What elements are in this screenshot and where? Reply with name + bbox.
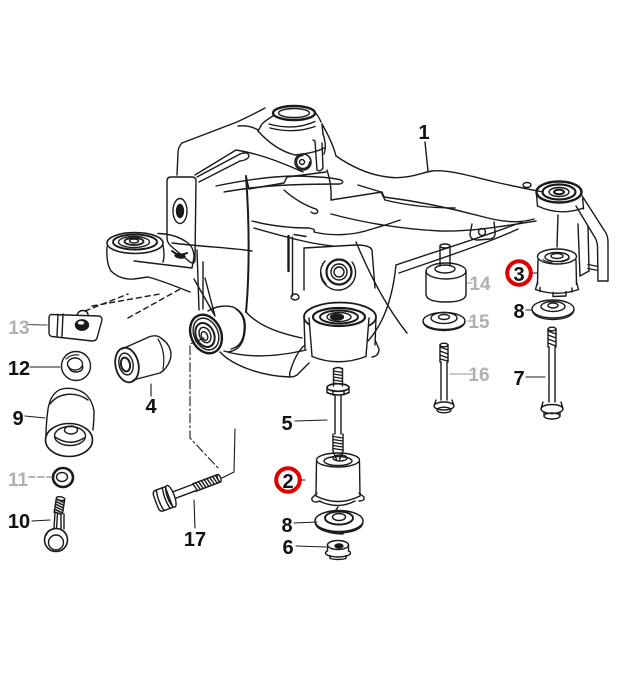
svg-text:9: 9 bbox=[12, 408, 23, 430]
svg-text:15: 15 bbox=[468, 312, 490, 333]
svg-text:2: 2 bbox=[282, 471, 293, 493]
svg-text:8: 8 bbox=[513, 301, 524, 323]
svg-text:5: 5 bbox=[281, 413, 292, 435]
svg-text:13: 13 bbox=[8, 318, 29, 339]
svg-text:12: 12 bbox=[8, 358, 30, 380]
svg-text:17: 17 bbox=[184, 529, 206, 551]
svg-text:10: 10 bbox=[8, 511, 30, 533]
svg-text:7: 7 bbox=[513, 368, 524, 390]
svg-text:16: 16 bbox=[468, 365, 489, 386]
svg-text:8: 8 bbox=[281, 515, 292, 537]
svg-text:1: 1 bbox=[418, 122, 429, 144]
svg-text:6: 6 bbox=[282, 537, 293, 559]
svg-text:3: 3 bbox=[513, 264, 524, 286]
svg-text:14: 14 bbox=[469, 274, 491, 295]
svg-text:4: 4 bbox=[145, 396, 157, 418]
svg-text:11: 11 bbox=[8, 470, 29, 491]
